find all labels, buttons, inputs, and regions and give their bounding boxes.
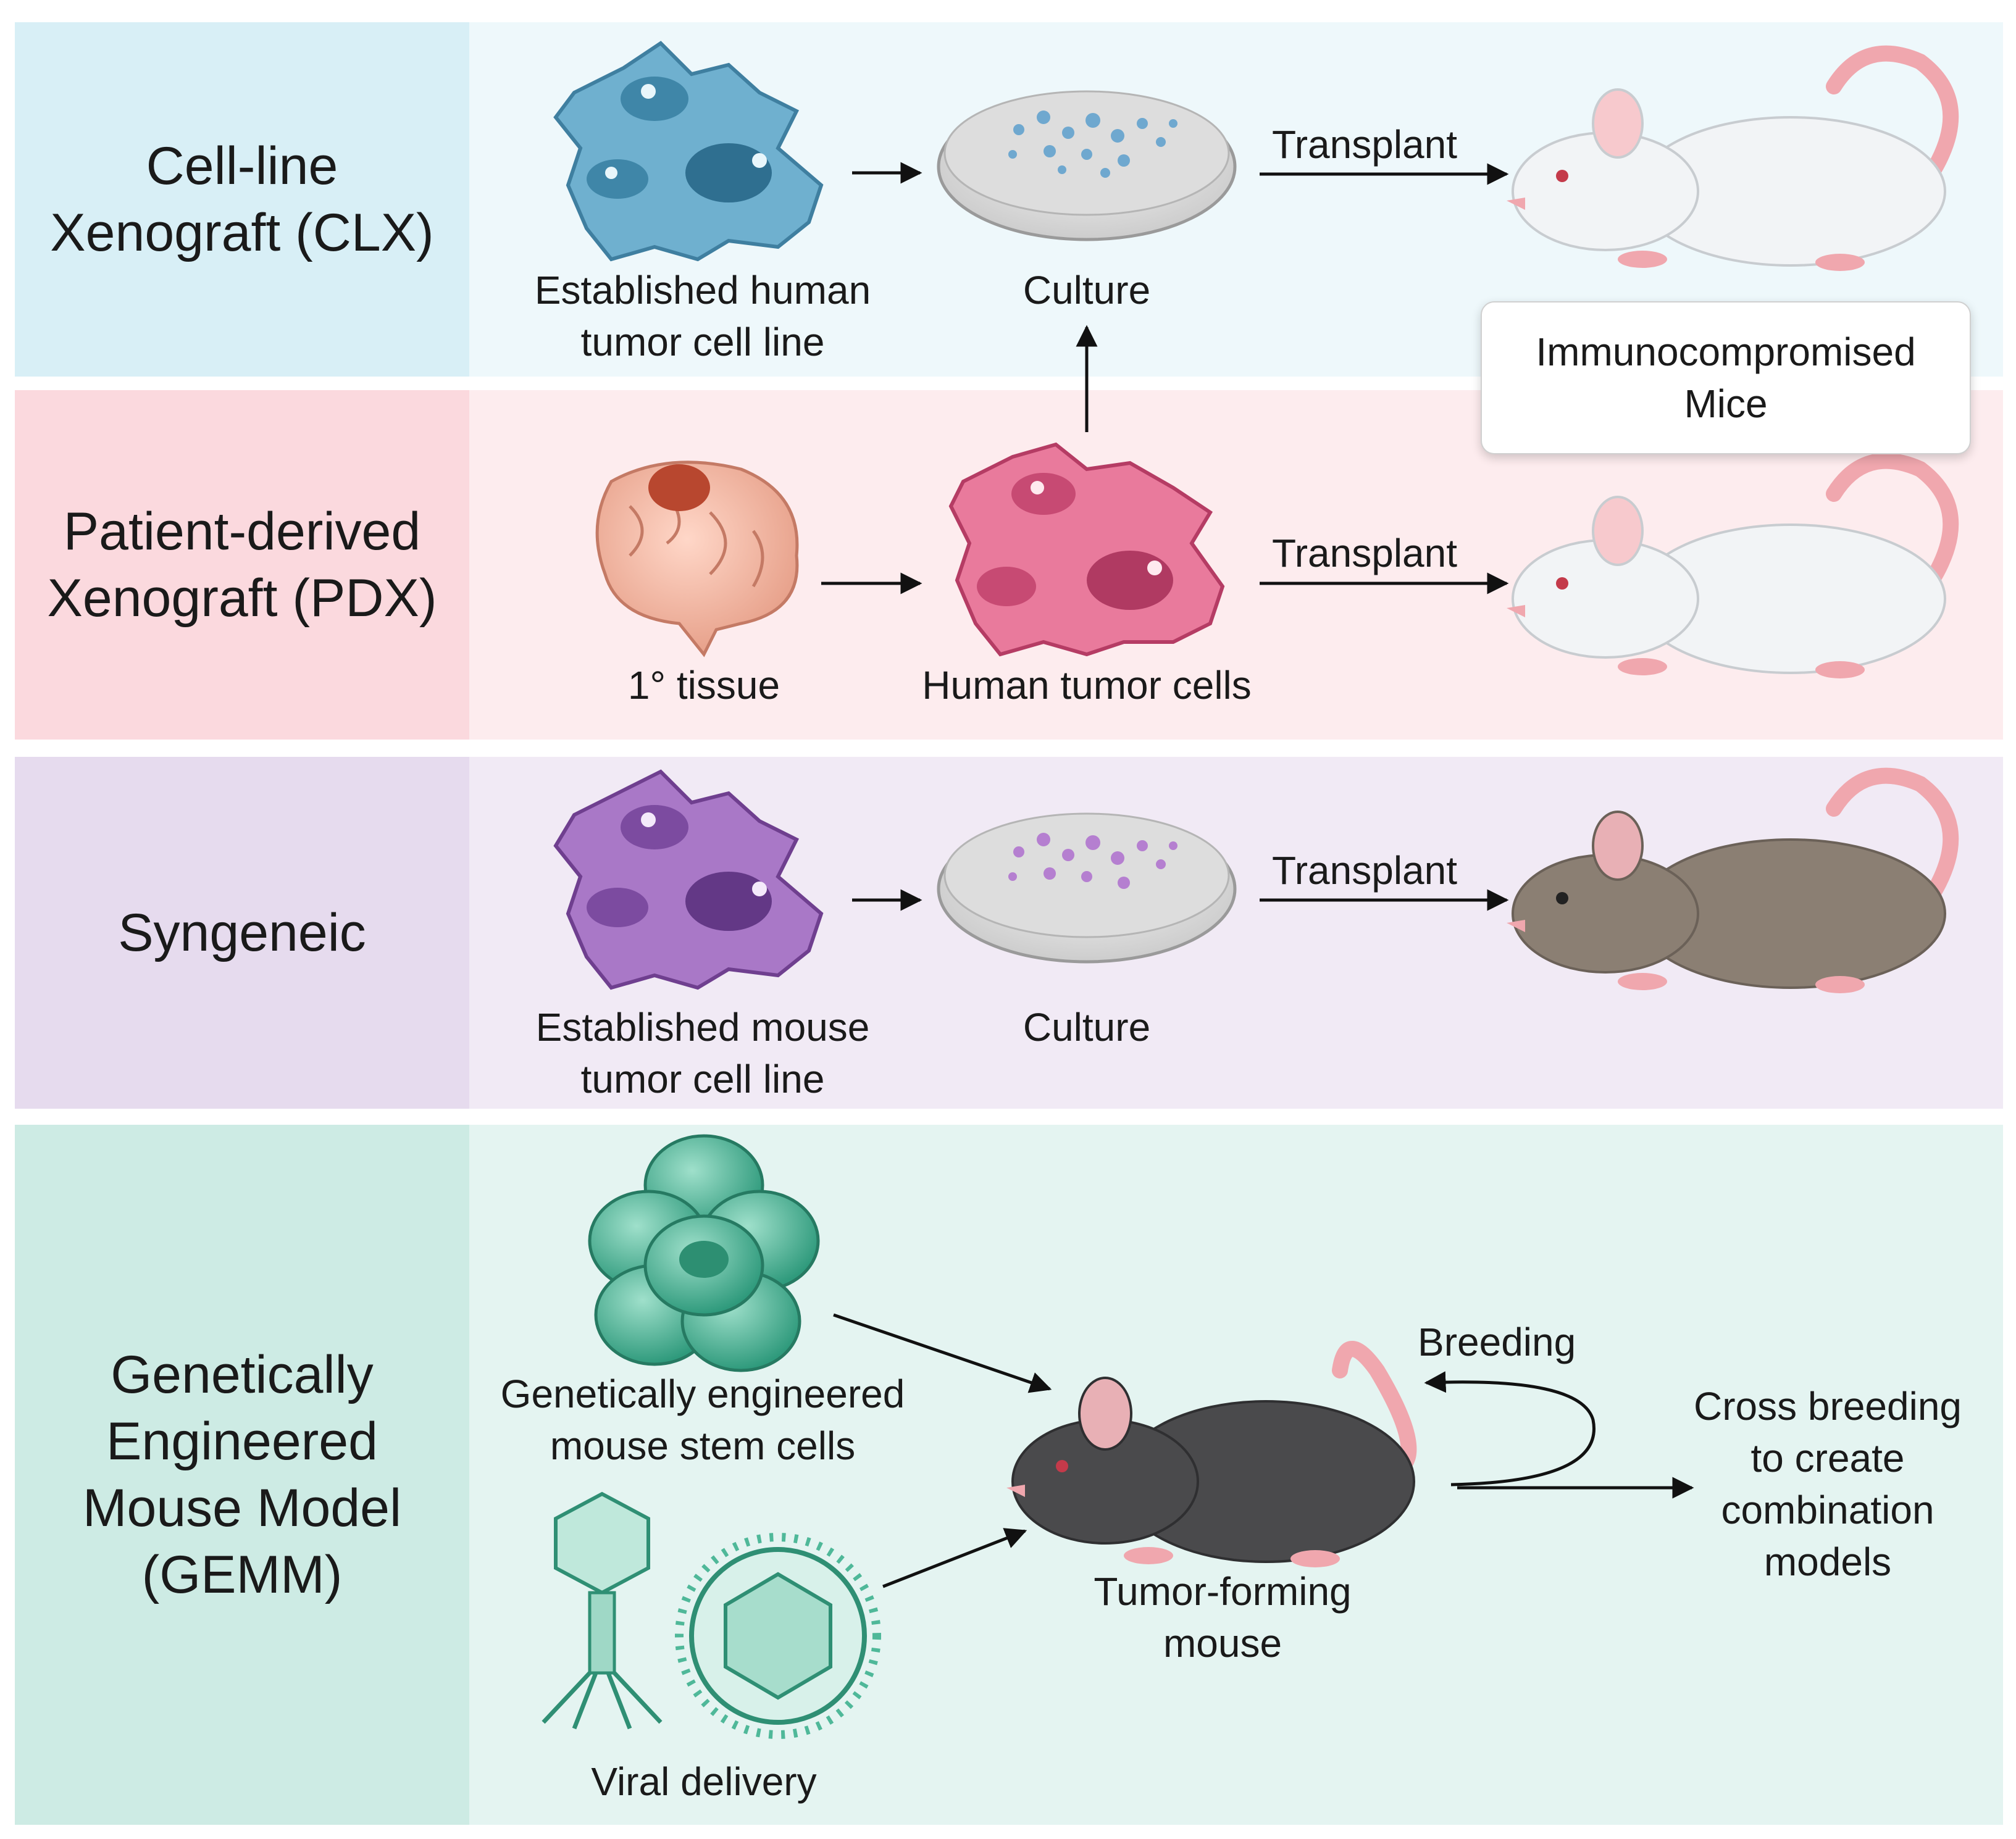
caption-line: mouse bbox=[1163, 1621, 1282, 1666]
virus-particle-icon bbox=[675, 1533, 881, 1739]
tumor-mouse-caption: Tumor-forming mouse bbox=[1074, 1566, 1371, 1669]
breeding-label: Breeding bbox=[1418, 1320, 1576, 1364]
arrow bbox=[882, 1528, 1027, 1588]
caption-line: models bbox=[1763, 1540, 1892, 1584]
cross-breeding-caption: Cross breeding to create combination mod… bbox=[1679, 1380, 1976, 1588]
arrow bbox=[833, 1313, 1052, 1393]
black-mouse-icon bbox=[1006, 1341, 1417, 1567]
white-mouse-icon-clx bbox=[1507, 45, 1959, 271]
cells-caption-pdx: Human tumor cells bbox=[922, 663, 1252, 707]
callout-line: Mice bbox=[1684, 382, 1768, 426]
culture-dish-icon-clx bbox=[937, 90, 1237, 241]
stem-cells-caption: Genetically engineered mouse stem cells bbox=[474, 1368, 931, 1472]
label-line: Xenograft (CLX) bbox=[50, 203, 434, 262]
caption-line: Genetically engineered bbox=[500, 1372, 905, 1416]
human-tumor-cells-icon-clx bbox=[553, 41, 824, 262]
label-line: (GEMM) bbox=[141, 1545, 343, 1604]
caption-line: tumor cell line bbox=[580, 320, 825, 364]
label-line: Engineered bbox=[106, 1412, 378, 1471]
label-line: Cell-line bbox=[146, 136, 338, 196]
transplant-label-syngeneic: Transplant bbox=[1272, 848, 1457, 893]
viral-delivery-caption: Viral delivery bbox=[591, 1759, 817, 1804]
caption-line: Tumor-forming bbox=[1094, 1569, 1352, 1614]
label-line: Mouse Model bbox=[82, 1478, 402, 1538]
culture-dish-icon-syngeneic bbox=[937, 812, 1237, 964]
immunocompromised-callout: Immunocompromised Mice bbox=[1481, 301, 1971, 454]
breeding-arrow bbox=[1424, 1371, 1596, 1487]
label-line: Xenograft (PDX) bbox=[47, 569, 437, 628]
label-line: Syngeneic bbox=[118, 903, 366, 962]
culture-caption-syngeneic: Culture bbox=[1023, 1005, 1151, 1049]
label-line: Patient-derived bbox=[63, 502, 421, 561]
transplant-label-pdx: Transplant bbox=[1272, 531, 1457, 575]
caption-line: Established mouse bbox=[535, 1005, 870, 1049]
caption-line: tumor cell line bbox=[580, 1057, 825, 1101]
callout-line: Immunocompromised bbox=[1536, 330, 1916, 374]
caption-line: combination bbox=[1721, 1488, 1934, 1532]
cells-caption-syngeneic: Established mouse tumor cell line bbox=[517, 1001, 888, 1105]
stem-cells-icon bbox=[588, 1134, 820, 1372]
caption-line: Cross breeding bbox=[1694, 1384, 1962, 1428]
cells-caption-clx: Established human tumor cell line bbox=[517, 264, 888, 368]
row-label-syngeneic: Syngeneic bbox=[15, 757, 469, 1109]
label-line: Genetically bbox=[111, 1345, 374, 1404]
brown-mouse-icon bbox=[1507, 767, 1959, 993]
caption-line: to create bbox=[1750, 1436, 1905, 1480]
caption-line: mouse stem cells bbox=[550, 1424, 856, 1468]
white-mouse-icon-pdx bbox=[1507, 452, 1959, 678]
caption-line: Established human bbox=[534, 268, 871, 312]
culture-caption-clx: Culture bbox=[1023, 268, 1151, 312]
mouse-tumor-cells-icon-syngeneic bbox=[553, 769, 824, 990]
brain-tissue-icon bbox=[595, 461, 799, 657]
tissue-caption: 1° tissue bbox=[627, 663, 780, 707]
bacteriophage-icon bbox=[542, 1491, 663, 1730]
human-tumor-cells-icon-pdx bbox=[948, 442, 1225, 657]
transplant-label-clx: Transplant bbox=[1272, 122, 1457, 167]
